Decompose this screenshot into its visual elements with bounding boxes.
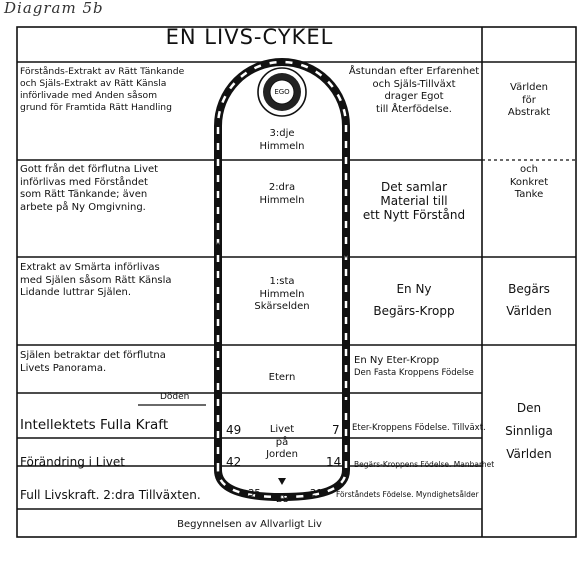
flow-arrows [214,242,350,485]
change-label: Förändring i Livet [20,455,125,469]
outer-frame [16,26,577,538]
age-14: 14 [326,455,342,469]
footer-caption: Begynnelsen av Allvarligt Liv [177,519,322,530]
age-28: 28 [276,494,289,505]
intellect-label: Intellektets Fulla Kraft [20,417,169,433]
age-7: 7 [332,423,340,437]
ego-sun [257,67,307,117]
diagram-title: EN LIVS-CYKEL [165,25,334,49]
life-cycle-loop-inner [216,60,348,499]
vitality-label: Full Livskraft. 2:dra Tillväxten. [20,488,201,502]
desire-birth-label: Begärs-Kroppens Födelse. Manbarhet [354,460,495,469]
ego-label: EGO [274,88,290,96]
ethereal-region: Etern [268,372,296,383]
age-49: 49 [226,423,242,437]
age-42: 42 [226,455,242,469]
mind-birth-label: Förståndets Födelse. Myndighetsålder [336,490,479,499]
age-35: 35 [248,488,261,499]
death-label: Döden [160,392,190,402]
ether-growth-label: Eter-Kroppens Födelse. Tillväxt. [352,423,486,433]
age-21: 21 [310,488,323,499]
diagram-caption: Diagram 5b [4,0,104,17]
